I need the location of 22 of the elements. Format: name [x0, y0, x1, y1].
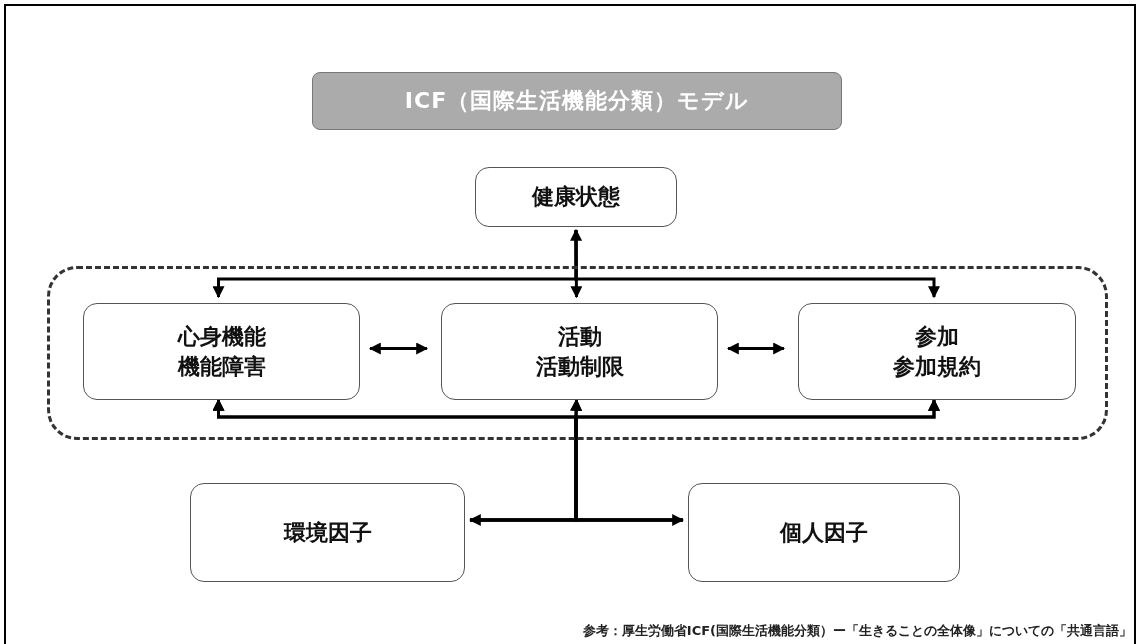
dashed-group-box — [47, 266, 1108, 440]
rounded-box — [798, 303, 1076, 400]
title-banner: ICF（国際生活機能分類）モデル — [312, 72, 842, 130]
rounded-box — [475, 167, 677, 227]
rounded-box — [190, 483, 465, 582]
box-label: 参加規約 — [893, 352, 981, 381]
rounded-box — [83, 303, 360, 400]
rounded-box — [441, 303, 718, 400]
rounded-box — [688, 483, 960, 582]
arrow — [574, 230, 940, 299]
box-label: 個人因子 — [780, 518, 868, 547]
box-label: 健康状態 — [532, 183, 620, 211]
box-label: 心身機能 — [177, 322, 266, 351]
arrow — [726, 342, 786, 355]
arrow — [368, 342, 429, 355]
box-label: 活動制限 — [535, 352, 624, 381]
box-label: 活動 — [557, 322, 602, 351]
arrow — [574, 398, 940, 522]
box-label: 環境因子 — [283, 518, 372, 547]
box-label: 機能障害 — [177, 352, 266, 381]
source-note: 参考：厚生労働省ICF(国際生活機能分類）ー「生きることの全体像」についての「共通言語」 — [582, 622, 1132, 640]
box-label: 参加 — [915, 322, 959, 351]
